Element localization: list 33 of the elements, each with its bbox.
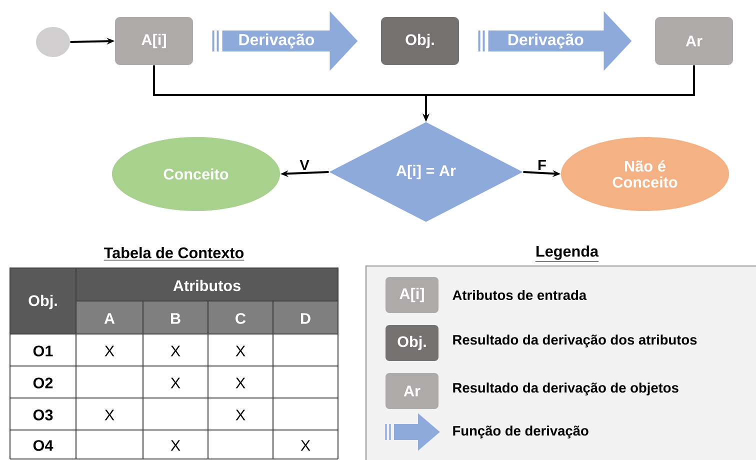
start-circle bbox=[36, 27, 70, 57]
table-cell: X bbox=[236, 410, 246, 420]
legend-text: Resultado da derivação dos atributos bbox=[453, 334, 697, 348]
process-box: A[i] bbox=[115, 17, 193, 65]
table-cell: X bbox=[170, 440, 180, 451]
legend-text: Função de derivação bbox=[453, 426, 588, 438]
process-box: Obj. bbox=[381, 17, 459, 65]
row-label: O2 bbox=[33, 378, 53, 388]
row-label: O3 bbox=[33, 410, 53, 420]
table-cell: X bbox=[236, 346, 246, 356]
table-cell: X bbox=[170, 346, 180, 356]
row-label: O4 bbox=[33, 440, 54, 451]
table-cell: X bbox=[104, 346, 114, 356]
edge-label: Derivação bbox=[508, 34, 584, 48]
table-header: D bbox=[272, 300, 339, 335]
edge-label: V bbox=[298, 158, 311, 172]
table-cell: X bbox=[104, 410, 114, 420]
table-header: C bbox=[207, 300, 274, 335]
legend-text: Resultado da derivação de objetos bbox=[453, 382, 678, 396]
row-label: O1 bbox=[33, 346, 53, 356]
table-cell: X bbox=[236, 378, 246, 388]
edge-label: F bbox=[536, 158, 548, 172]
legend-title: Legenda bbox=[535, 246, 599, 262]
table-header: Obj. bbox=[9, 267, 77, 335]
process-box: Ar bbox=[655, 17, 733, 65]
table-header: Atributos bbox=[75, 267, 339, 302]
table-title: Tabela de Contexto bbox=[104, 247, 244, 260]
edge-label: Derivação bbox=[239, 34, 314, 48]
legend-text: Atributos de entrada bbox=[452, 290, 587, 300]
table-cell: X bbox=[300, 440, 310, 451]
table-header: A bbox=[75, 300, 144, 335]
table-header: B bbox=[142, 300, 209, 335]
table-cell: X bbox=[170, 378, 180, 388]
